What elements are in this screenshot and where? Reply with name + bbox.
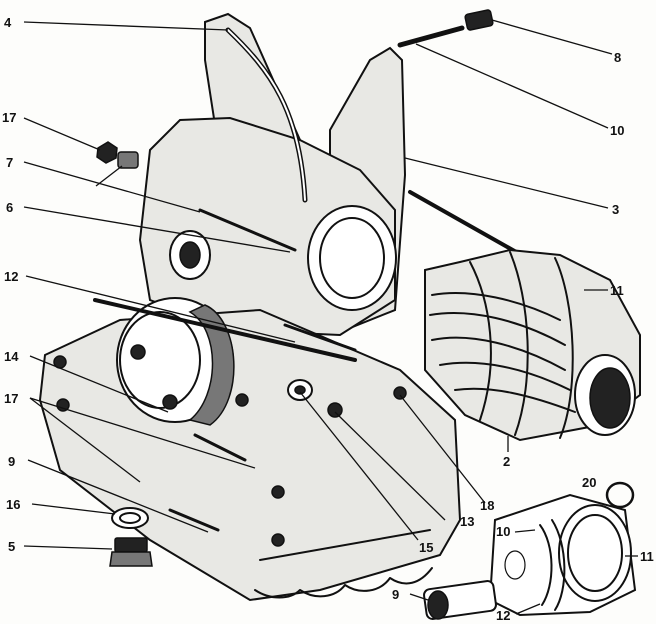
callout-12-piston: 12 bbox=[496, 608, 510, 623]
leader-lines bbox=[23, 19, 638, 615]
crankcase bbox=[38, 12, 462, 602]
callout-9-pin: 9 bbox=[392, 587, 399, 602]
callout-8: 8 bbox=[614, 50, 621, 65]
callout-10-piston: 10 bbox=[496, 524, 510, 539]
callout-15: 15 bbox=[419, 540, 433, 555]
callout-5: 5 bbox=[8, 539, 15, 554]
callout-18: 18 bbox=[480, 498, 494, 513]
callout-labels: 4 8 17 7 10 6 3 12 11 14 17 9 2 20 18 16… bbox=[2, 15, 654, 623]
callout-11-piston: 11 bbox=[640, 549, 654, 564]
callout-9-left: 9 bbox=[8, 454, 15, 469]
callout-12-left: 12 bbox=[4, 269, 18, 284]
piston bbox=[423, 481, 637, 620]
callout-17-left: 17 bbox=[4, 391, 18, 406]
callout-4: 4 bbox=[4, 15, 12, 30]
callout-7: 7 bbox=[6, 155, 13, 170]
small-parts-left bbox=[109, 507, 153, 567]
callout-6: 6 bbox=[6, 200, 13, 215]
callout-13: 13 bbox=[460, 514, 474, 529]
callout-14: 14 bbox=[4, 349, 19, 364]
callout-17-top: 17 bbox=[2, 110, 16, 125]
callout-20: 20 bbox=[582, 475, 596, 490]
callout-2: 2 bbox=[503, 454, 510, 469]
cylinder bbox=[424, 248, 641, 442]
callout-16: 16 bbox=[6, 497, 20, 512]
callout-10-top: 10 bbox=[610, 123, 624, 138]
callout-3: 3 bbox=[612, 202, 619, 217]
callout-11-top: 11 bbox=[610, 283, 624, 298]
